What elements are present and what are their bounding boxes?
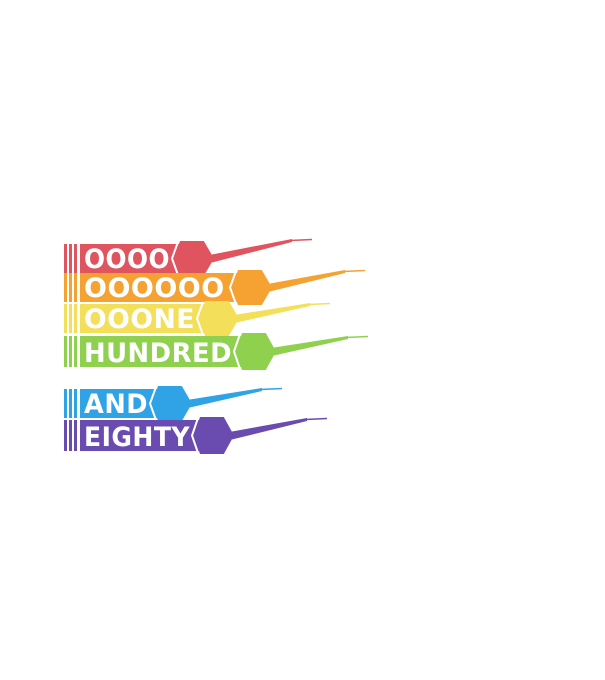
dart-barrel-icon xyxy=(232,270,272,305)
speed-stripe xyxy=(69,304,72,333)
dart-row-4: HUNDRED xyxy=(64,333,369,370)
speed-stripe xyxy=(69,273,72,302)
dart-tip xyxy=(307,302,331,306)
text-bar xyxy=(80,336,242,367)
speed-stripe xyxy=(74,304,77,333)
dart-shaft xyxy=(190,388,262,408)
speed-stripe xyxy=(64,273,67,302)
row-text: AND xyxy=(84,389,148,420)
row-text: EIGHTY xyxy=(84,422,190,453)
dart-shaft xyxy=(232,418,307,440)
dart-shaft xyxy=(212,239,292,263)
speed-stripe xyxy=(69,420,72,451)
speed-stripe xyxy=(74,389,77,418)
speed-stripe xyxy=(69,336,72,367)
barrel-notch xyxy=(148,386,157,421)
dart-row-1: OOOO xyxy=(64,238,313,276)
dart-barrel-icon xyxy=(174,241,214,276)
dart-barrel-icon xyxy=(199,301,239,336)
dart-tip xyxy=(342,269,366,273)
text-bar xyxy=(80,304,205,333)
barrel-notch xyxy=(190,417,199,454)
row-text: OOOO xyxy=(84,244,170,275)
speed-stripe xyxy=(64,244,67,273)
text-bar xyxy=(80,273,238,302)
barrel-notch xyxy=(170,241,179,276)
speed-stripe xyxy=(64,304,67,333)
dart-barrel-icon xyxy=(152,386,192,421)
barrel-notch xyxy=(195,301,204,336)
dart-barrel-icon xyxy=(194,417,234,454)
speed-stripe xyxy=(74,336,77,367)
dart-tip xyxy=(345,335,369,339)
dart-row-2: OOOOOO xyxy=(64,269,366,305)
dart-row-3: OOONE xyxy=(64,301,331,336)
dart-row-5: AND xyxy=(64,386,283,421)
text-bar xyxy=(80,244,180,273)
dart-shaft xyxy=(237,303,310,323)
dart-tip xyxy=(259,387,283,391)
speed-stripe xyxy=(64,420,67,451)
barrel-notch xyxy=(228,270,237,305)
speed-stripe xyxy=(69,244,72,273)
dart-tip xyxy=(304,417,328,421)
dart-shaft xyxy=(274,336,348,356)
dart-tip xyxy=(289,238,313,242)
speed-stripe xyxy=(74,244,77,273)
speed-stripe xyxy=(74,273,77,302)
row-text: HUNDRED xyxy=(84,338,232,369)
speed-stripe xyxy=(74,420,77,451)
row-text: OOOOOO xyxy=(84,273,225,304)
speed-stripe xyxy=(64,389,67,418)
dart-shaft xyxy=(270,270,345,292)
dart-barrel-icon xyxy=(236,333,276,370)
speed-stripe xyxy=(64,336,67,367)
text-bar xyxy=(80,389,158,418)
dart-row-6: EIGHTY xyxy=(64,417,328,454)
barrel-notch xyxy=(232,333,241,370)
text-bar xyxy=(80,420,200,451)
row-text: OOONE xyxy=(84,304,195,335)
speed-stripe xyxy=(69,389,72,418)
